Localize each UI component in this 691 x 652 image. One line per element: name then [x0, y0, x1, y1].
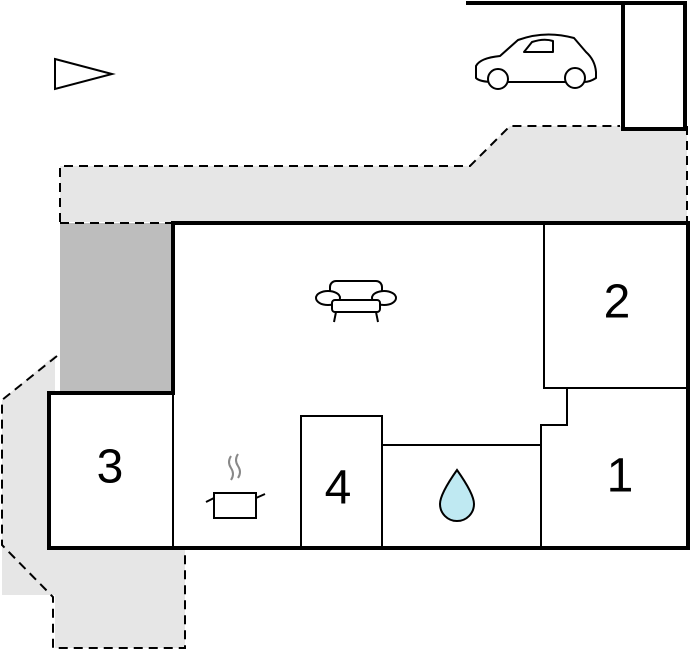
- water-drop-icon: [438, 468, 476, 522]
- room-1-label: 1: [607, 450, 634, 503]
- north-arrow-icon: [54, 57, 116, 91]
- side-path-outline: [1, 355, 186, 649]
- sofa-icon: [315, 280, 397, 323]
- room-2-walls: [543, 222, 689, 389]
- car-icon: [475, 33, 597, 90]
- terrace-area: [60, 126, 687, 222]
- room-4-walls: [300, 415, 383, 548]
- room-4-label: 4: [325, 462, 352, 515]
- cooking-pot-icon: [205, 453, 266, 519]
- carport-post: [621, 1, 687, 131]
- covered-area: [60, 223, 173, 393]
- room-2-label: 2: [604, 276, 631, 329]
- room-3-label: 3: [97, 441, 124, 494]
- room-1-walls: [540, 388, 568, 548]
- terrace-outline: [59, 125, 688, 222]
